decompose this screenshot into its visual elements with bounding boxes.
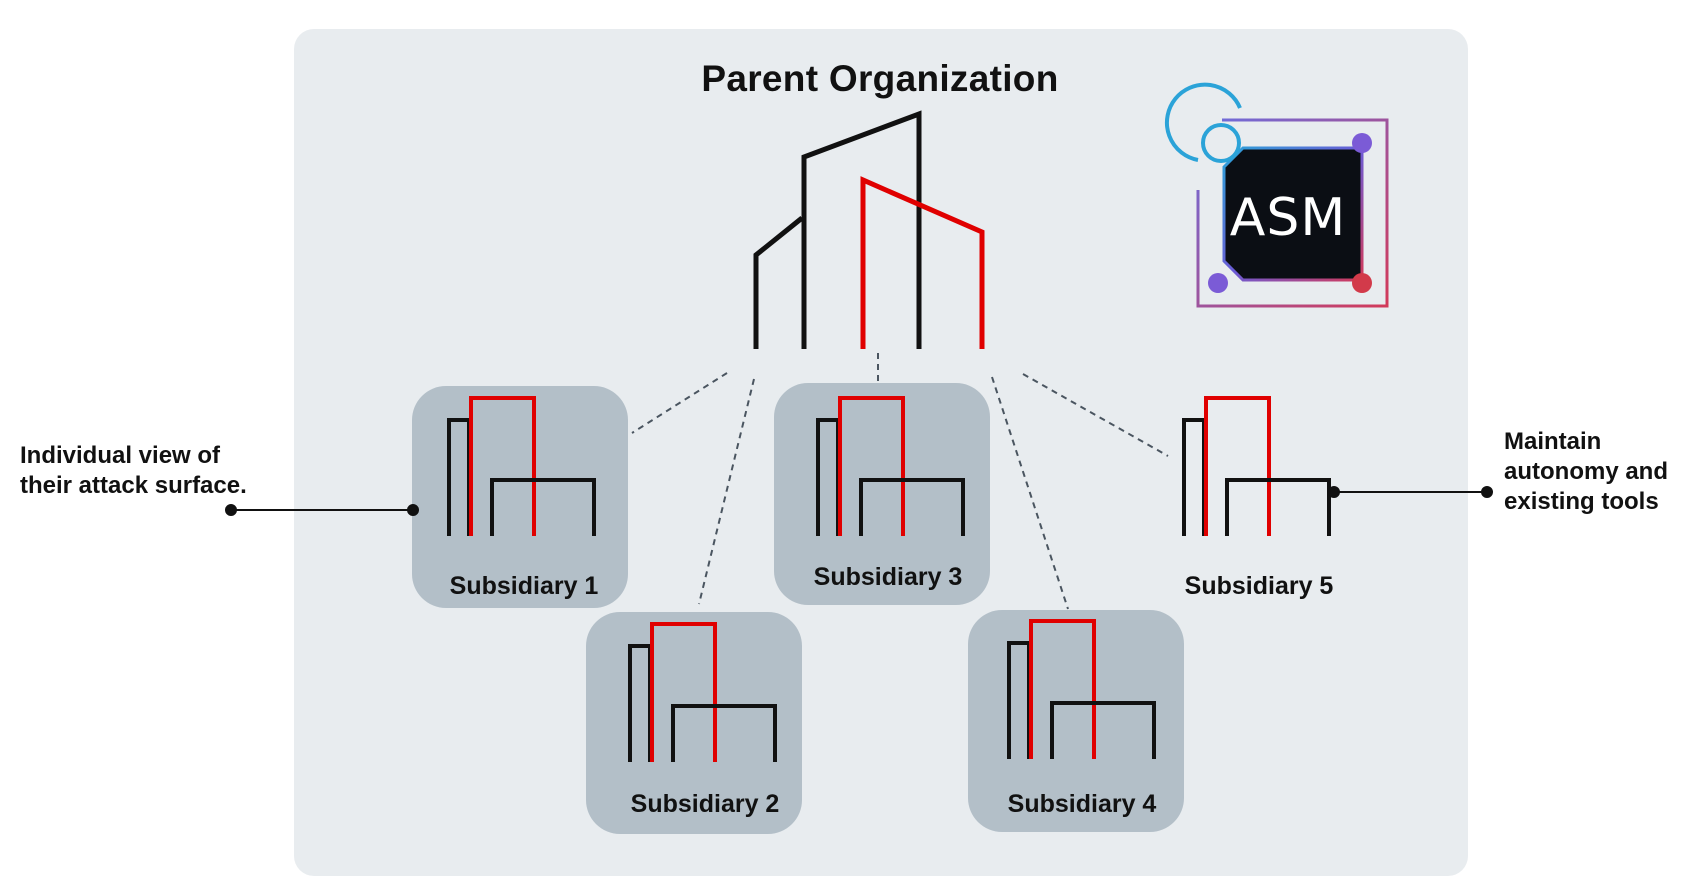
left-callout-line-1: Individual view of [20, 442, 221, 469]
logo-frame [1196, 118, 1389, 308]
callout-lines [225, 486, 1493, 516]
subsidiary-4-label: Subsidiary 4 [1007, 790, 1157, 818]
left-callout: Individual view of their attack surface. [20, 441, 247, 501]
connector-subsidiary-2 [698, 378, 755, 605]
subsidiary-card-2 [586, 612, 802, 834]
right-callout: Maintain autonomy and existing tools [1504, 427, 1668, 517]
right-callout-line-2: autonomy and [1504, 458, 1669, 485]
right-callout-dot-inner [1328, 486, 1340, 498]
subsidiary-4-building-icon [1007, 619, 1156, 761]
subsidiary-card-4 [968, 610, 1184, 832]
parent-title: Parent Organization [701, 58, 1059, 99]
left-callout-dot-outer [225, 504, 237, 516]
right-callout-line-1: Maintain [1504, 428, 1602, 455]
subsidiary-3-label: Subsidiary 3 [813, 563, 963, 591]
logo-dot-bottom-right [1352, 273, 1372, 293]
right-callout-dot-outer [1481, 486, 1493, 498]
right-callout-line-3: existing tools [1504, 488, 1659, 515]
asm-logo-text: ASM [1229, 188, 1347, 248]
connector-subsidiary-1 [631, 372, 728, 434]
subsidiary-3-building-icon [816, 396, 965, 538]
connector-subsidiary-4 [991, 376, 1069, 610]
logo-ring [1201, 123, 1241, 163]
subsidiary-5-label: Subsidiary 5 [1184, 572, 1334, 600]
left-callout-dot-inner [407, 504, 419, 516]
subsidiary-1-building-icon [447, 396, 596, 538]
logo-dot-bottom-left [1208, 273, 1228, 293]
parent-building-icon [753, 110, 985, 349]
subsidiary-5-building-icon [1182, 396, 1331, 538]
logo-arc [1164, 82, 1242, 162]
dashed-connectors [631, 353, 1169, 610]
subsidiary-2-label: Subsidiary 2 [630, 790, 780, 818]
subsidiary-2-building-icon [628, 622, 777, 764]
subsidiary-1-label: Subsidiary 1 [449, 572, 599, 600]
asm-logo [1164, 82, 1389, 308]
connector-subsidiary-5 [1022, 373, 1169, 457]
left-callout-line-2: their attack surface. [20, 472, 247, 499]
logo-dot-top-right [1352, 133, 1372, 153]
subsidiary-card-3 [774, 383, 990, 605]
